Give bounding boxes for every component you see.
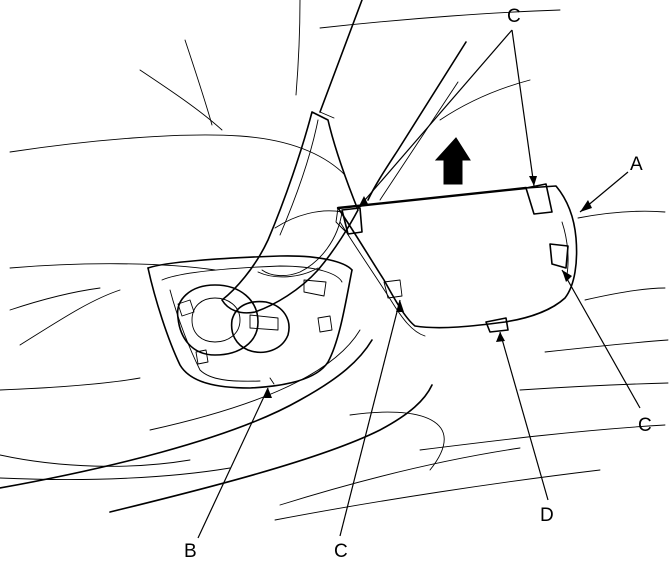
leader-c-top-right xyxy=(511,29,535,187)
leader-arrowheads xyxy=(264,176,592,398)
callout-label-b: B xyxy=(184,541,197,562)
fuel-door-lid xyxy=(335,183,578,337)
callout-label-a: A xyxy=(630,154,643,175)
leader-d xyxy=(499,331,549,501)
body-panel-edges xyxy=(0,0,467,513)
leader-b xyxy=(197,387,269,539)
filler-neck xyxy=(221,111,359,314)
fuel-filler-recess xyxy=(147,255,353,389)
leader-c-right xyxy=(561,269,641,409)
body-contour-lines xyxy=(0,0,669,521)
removal-direction-arrow xyxy=(434,137,471,185)
leader-c-top-left xyxy=(357,29,513,209)
callout-label-c-bottom: C xyxy=(334,541,348,562)
callout-label-c-top: C xyxy=(507,6,521,27)
callout-label-d: D xyxy=(540,505,554,526)
leader-c-bottom xyxy=(339,299,401,537)
callout-leader-lines xyxy=(197,29,641,539)
callout-label-c-right: C xyxy=(638,415,652,436)
